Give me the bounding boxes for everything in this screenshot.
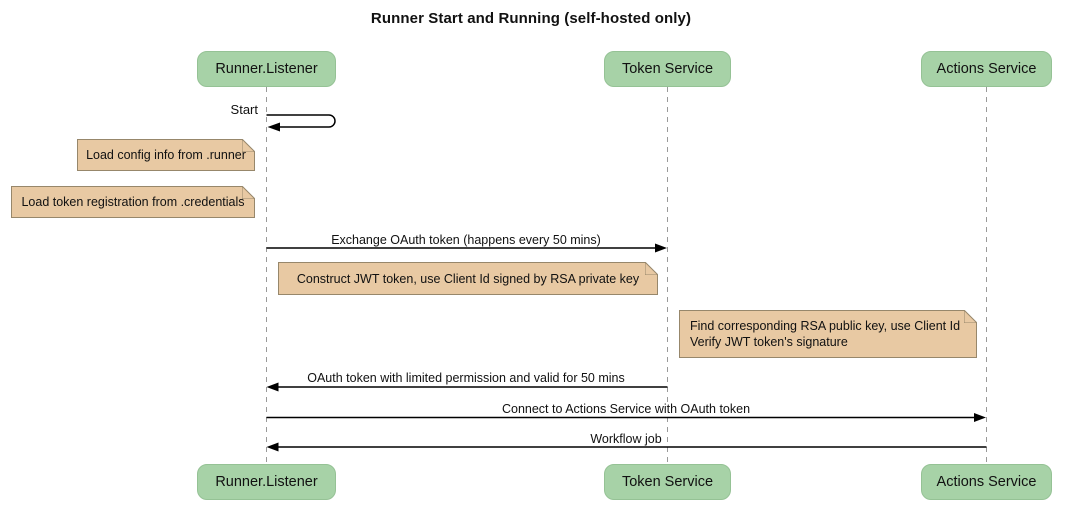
arrowhead-right-icon — [655, 243, 667, 253]
note-load-token-registration: Load token registration from .credential… — [11, 186, 255, 218]
diagram-title: Runner Start and Running (self-hosted on… — [370, 10, 692, 27]
note-text-line: Find corresponding RSA public key, use C… — [690, 319, 961, 333]
note-text: Load config info from .runner — [86, 148, 246, 162]
participant-label: Token Service — [621, 61, 714, 77]
note-find-rsa-key: Find corresponding RSA public key, use C… — [679, 310, 977, 358]
arrowhead-left-icon — [266, 382, 279, 392]
note-text-line: Verify JWT token's signature — [690, 335, 848, 349]
self-message-line-start — [266, 114, 336, 128]
note-fold-icon — [242, 139, 255, 152]
note-construct-jwt: Construct JWT token, use Client Id signe… — [278, 262, 658, 295]
participant-label: Runner.Listener — [215, 61, 318, 77]
note-text: Construct JWT token, use Client Id signe… — [296, 271, 640, 286]
participant-token-service-top: Token Service — [604, 51, 731, 87]
arrowhead-left-icon — [266, 442, 279, 452]
message-label-oauth-token-back: OAuth token with limited permission and … — [304, 371, 628, 385]
participant-runner-listener-bottom: Runner.Listener — [197, 464, 336, 500]
participant-label: Runner.Listener — [215, 474, 318, 490]
participant-token-service-bottom: Token Service — [604, 464, 731, 500]
participant-label: Actions Service — [936, 61, 1037, 77]
note-text: Load token registration from .credential… — [21, 195, 245, 209]
note-load-config: Load config info from .runner — [77, 139, 255, 171]
participant-runner-listener-top: Runner.Listener — [197, 51, 336, 87]
participant-label: Actions Service — [936, 474, 1037, 490]
participant-actions-service-top: Actions Service — [921, 51, 1052, 87]
note-fold-icon — [964, 310, 977, 323]
participant-label: Token Service — [621, 474, 714, 490]
participant-actions-service-bottom: Actions Service — [921, 464, 1052, 500]
note-fold-icon — [645, 262, 658, 275]
message-label-exchange-oauth: Exchange OAuth token (happens every 50 m… — [328, 233, 604, 247]
note-fold-icon — [242, 186, 255, 199]
message-label-connect-actions: Connect to Actions Service with OAuth to… — [498, 402, 754, 416]
arrowhead-left-icon — [267, 122, 280, 132]
arrowhead-right-icon — [974, 413, 986, 422]
message-label-workflow-job: Workflow job — [587, 432, 665, 446]
message-label-start: Start — [230, 102, 258, 117]
